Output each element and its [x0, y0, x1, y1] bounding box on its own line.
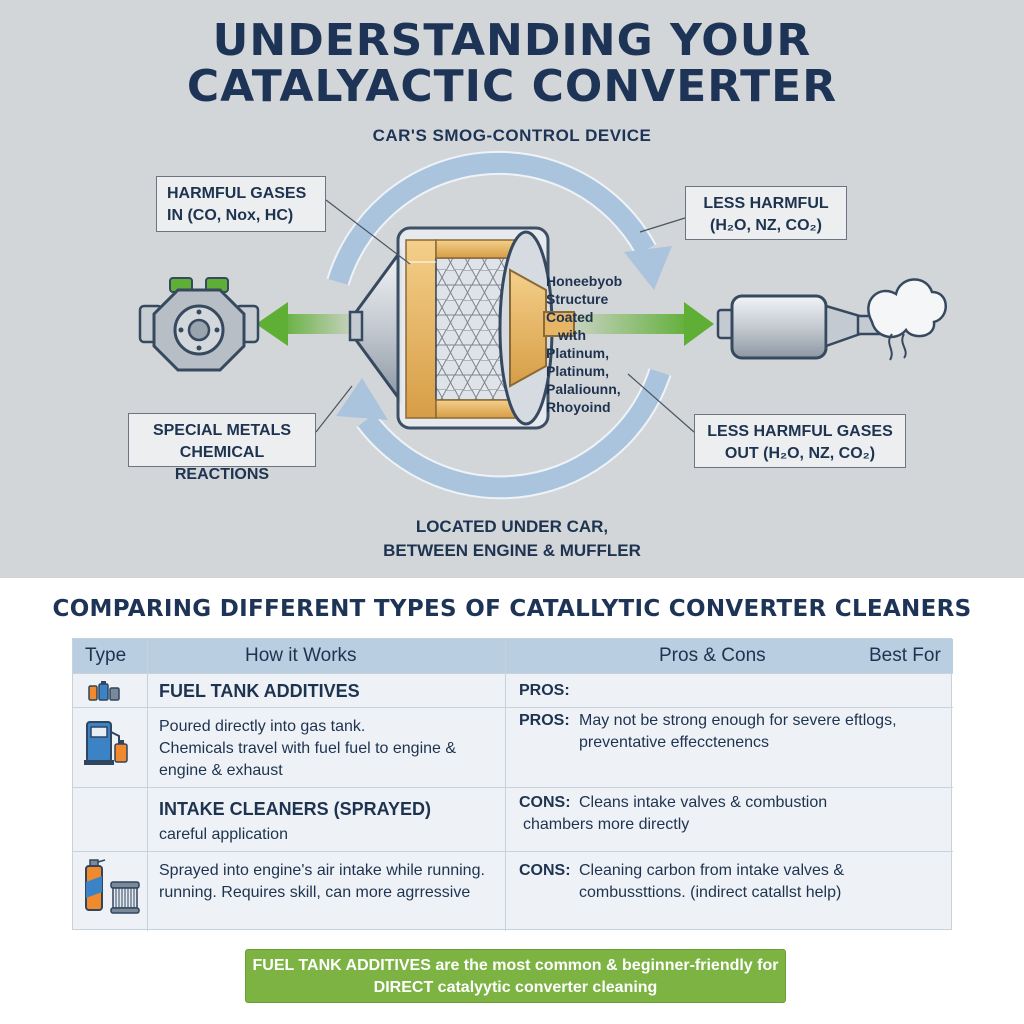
diagram-title-line1: UNDERSTANDING YOUR [212, 15, 812, 66]
catalytic-converter-icon [348, 226, 575, 430]
fuel-how-line1: Poured directly into gas tank. [159, 718, 366, 735]
honeycomb-label: Honeebyob Structure Coated with Platinum… [546, 272, 656, 416]
table-row: INTAKE CLEANERS (SPRAYED) careful applic… [73, 787, 953, 851]
harmful-in-line1: HARMFUL GASES [167, 185, 307, 202]
diagram-panel: UNDERSTANDING YOUR CATALYACTIC CONVERTER… [0, 0, 1024, 578]
banner-line1: FUEL TANK ADDITIVES are the most common … [252, 957, 779, 974]
less-harmful-label: LESS HARMFUL (H₂O, NZ, CO₂) [685, 186, 847, 240]
intake-cons-line1: Cleans intake valves & combustion [579, 794, 828, 811]
honeycomb-line: Platinum, [546, 345, 610, 361]
diagram-subtitle: CAR'S SMOG-CONTROL DEVICE [372, 126, 652, 145]
less-harmful-line1: LESS HARMFUL [703, 195, 829, 212]
comparison-title: COMPARING DIFFERENT TYPES OF CATALLYTIC … [52, 596, 972, 622]
flow-arrow-left-icon [256, 302, 354, 346]
fuel-pros-line1: May not be strong enough for severe eftl… [579, 712, 897, 729]
honeycomb-line: Palaliounn, [546, 381, 621, 397]
fuel-how-text: Poured directly into gas tank. Chemicals… [159, 716, 456, 782]
air-filter-icon [109, 880, 141, 919]
honeycomb-line: with [558, 327, 586, 343]
leader-lines [315, 199, 695, 433]
fuel-pros-line2: preventative effecctenencs [579, 734, 770, 751]
pros-label: PROS: [519, 682, 570, 699]
cons-label: CONS: [519, 794, 571, 811]
flow-arrow-right-icon [572, 302, 714, 346]
fuel-pump-icon [81, 716, 133, 773]
comparison-table: Type How it Works Pros & Cons Best For F… [72, 638, 953, 931]
special-metals-label: SPECIAL METALS CHEMICAL REACTIONS [128, 413, 316, 483]
less-harmful-line2: (H₂O, NZ, CO₂) [710, 217, 822, 234]
engine-icon [138, 277, 260, 372]
location-caption: LOCATED UNDER CAR, BETWEEN ENGINE & MUFF… [0, 515, 1024, 563]
fuel-tank-heading: FUEL TANK ADDITIVES [159, 681, 360, 701]
muffler-icon [716, 294, 890, 360]
metals-line1: SPECIAL METALS [152, 422, 292, 439]
located-line2: BETWEEN ENGINE & MUFFLER [383, 541, 641, 560]
intake-cons2-line1: Cleaning carbon from intake valves & [579, 862, 845, 879]
out-line2: OUT (H₂O, NZ, CO₂) [724, 445, 876, 462]
intake-how-line2: running. Requires skill, can more agrres… [159, 884, 471, 901]
smoke-cloud-icon [867, 278, 947, 361]
harmful-in-line2: IN (CO, Nox, HC) [167, 207, 294, 224]
fuel-bottles-icon [87, 680, 121, 707]
honeycomb-line: Honeebyob [546, 273, 623, 289]
fuel-how-line2: Chemicals travel with fuel fuel to engin… [159, 740, 457, 757]
fuel-pros-text: May not be strong enough for severe eftl… [579, 710, 897, 754]
table-row: Sprayed into engine's air intake while r… [73, 851, 953, 931]
header-type: Type [85, 645, 127, 666]
intake-how-text: Sprayed into engine's air intake while r… [159, 860, 485, 904]
fuel-how-line3: engine & exhaust [159, 762, 283, 779]
header-pros-cons: Pros & Cons [659, 645, 766, 666]
spray-can-icon [81, 856, 109, 921]
intake-cons-text: Cleans intake valves & combustion chambe… [523, 792, 828, 836]
located-line1: LOCATED UNDER CAR, [415, 517, 609, 536]
diagram-title-line2: CATALYACTIC CONVERTER [186, 61, 838, 112]
cons-label: CONS: [519, 862, 571, 879]
honeycomb-line: Rhoyoind [546, 399, 611, 415]
gases-out-label: LESS HARMFUL GASES OUT (H₂O, NZ, CO₂) [694, 414, 906, 468]
intake-heading: INTAKE CLEANERS (SPRAYED) [159, 799, 432, 819]
banner-line2: DIRECT catalyytic converter cleaning [373, 979, 658, 996]
metals-line2: CHEMICAL REACTIONS [174, 444, 270, 483]
intake-how-line1: Sprayed into engine's air intake while r… [159, 862, 485, 879]
table-header: Type How it Works Pros & Cons Best For [73, 639, 953, 673]
intake-cons2-line2: combussttions. (indirect catallst help) [579, 884, 842, 901]
honeycomb-line: Coated [546, 309, 594, 325]
header-best-for: Best For [869, 645, 941, 666]
intake-subheading: careful application [159, 826, 288, 843]
intake-cons2-text: Cleaning carbon from intake valves & com… [579, 860, 844, 904]
pros-label: PROS: [519, 712, 570, 729]
diagram-graphic [138, 150, 947, 500]
recommendation-banner: FUEL TANK ADDITIVES are the most common … [245, 949, 786, 1003]
honeycomb-line: Platinum, [546, 363, 610, 379]
table-row: Poured directly into gas tank. Chemicals… [73, 707, 953, 787]
cycle-arrow-icon [326, 150, 672, 500]
table-row: FUEL TANK ADDITIVES PROS: [73, 673, 953, 707]
header-how: How it Works [245, 645, 357, 666]
honeycomb-line: Structure [546, 291, 609, 307]
out-line1: LESS HARMFUL GASES [707, 423, 893, 440]
intake-cons-line2: chambers more directly [523, 816, 690, 833]
harmful-gases-in-label: HARMFUL GASES IN (CO, Nox, HC) [156, 176, 326, 232]
